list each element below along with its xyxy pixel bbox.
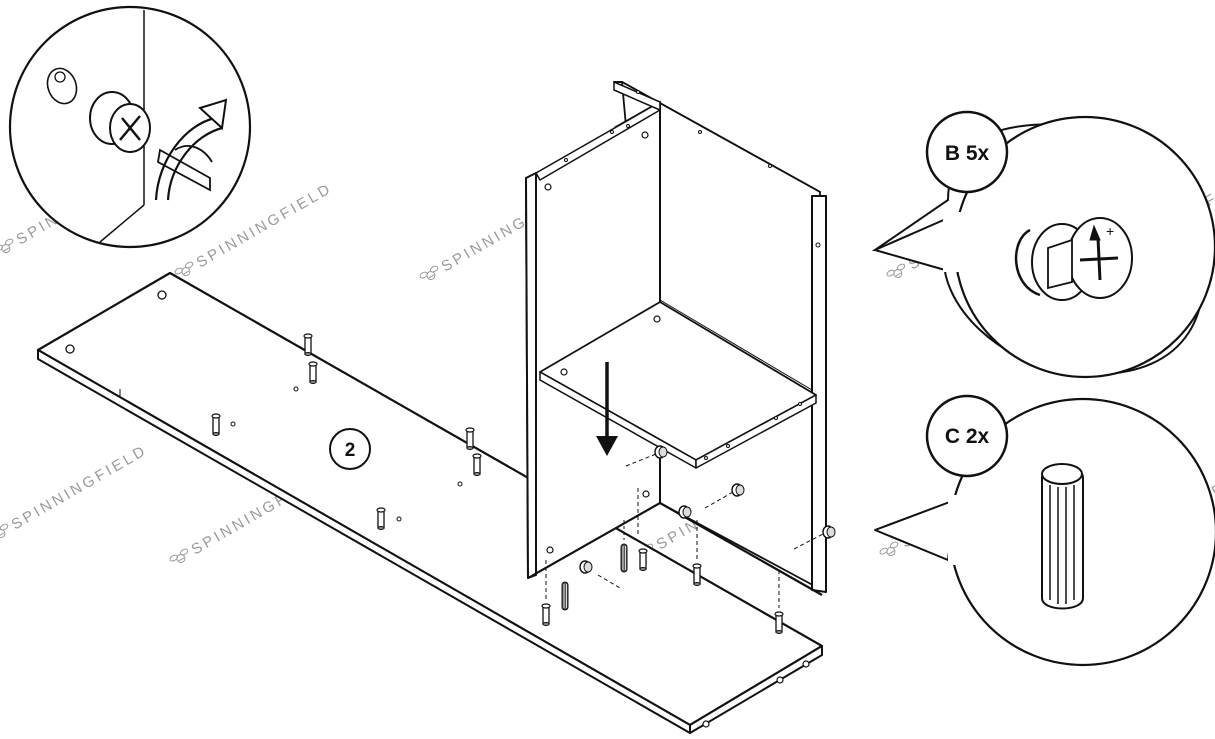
callout-b-label: B 5x bbox=[945, 142, 990, 165]
callout-c-label: C 2x bbox=[945, 425, 990, 448]
step-number-badge: 2 bbox=[329, 428, 371, 470]
screwdriver-detail bbox=[8, 5, 252, 249]
watermark-text: SPINNINGFIELD bbox=[9, 442, 151, 534]
cam-locks bbox=[545, 445, 836, 608]
base-panel bbox=[36, 271, 824, 734]
callout-b: + B 5x bbox=[871, 110, 1215, 379]
cam-lock-icon: + bbox=[1014, 217, 1133, 301]
callout-c: C 2x bbox=[874, 394, 1215, 667]
step-number: 2 bbox=[345, 440, 356, 461]
cabinet-frame bbox=[525, 81, 827, 593]
insert-shelf-arrow bbox=[596, 362, 618, 456]
svg-text:+: + bbox=[1106, 223, 1114, 239]
screwdriver-tighten-icon bbox=[46, 10, 228, 243]
cabinet-bottom-board bbox=[527, 502, 823, 596]
wood-dowel-icon bbox=[1041, 463, 1084, 610]
